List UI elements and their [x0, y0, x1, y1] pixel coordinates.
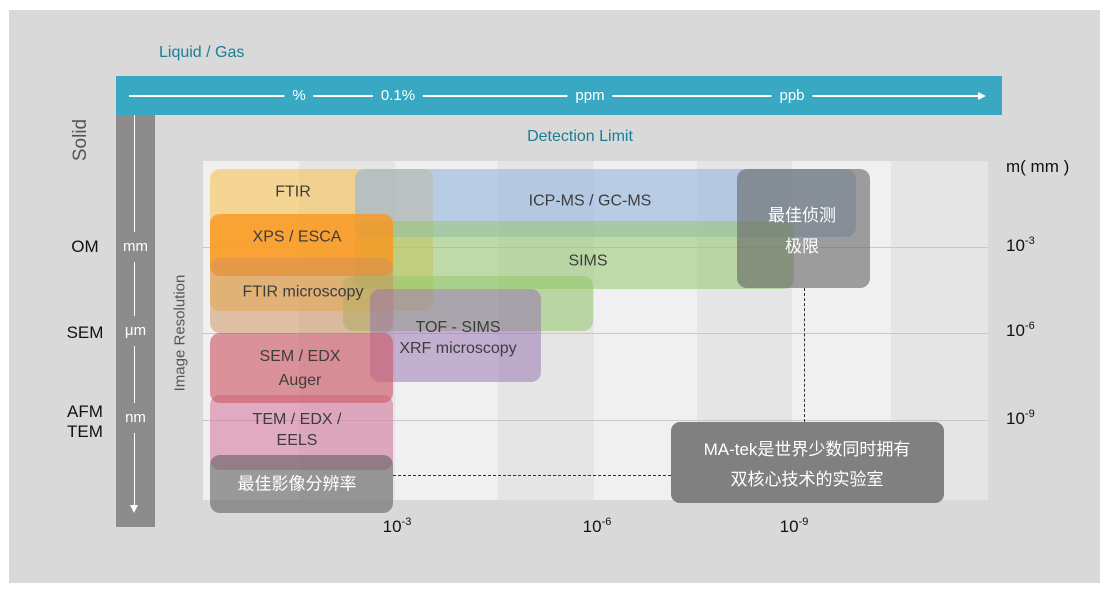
- label-line: 极限: [785, 237, 819, 256]
- scale-label-percent: %: [284, 87, 314, 105]
- label-line: TEM / EDX /: [252, 411, 342, 428]
- right-tick-1e-6: 10-6: [1006, 320, 1035, 343]
- tick-exponent: -3: [401, 516, 412, 528]
- tick-exponent: -6: [1024, 320, 1035, 332]
- technique-box-sem: [210, 333, 393, 403]
- label-line: TOF - SIMS: [415, 319, 501, 336]
- technique-label-tem: TEM: [67, 422, 103, 441]
- label-line: FTIR microscopy: [242, 283, 364, 301]
- tick-base: 10: [582, 517, 602, 536]
- bottom-tick-1e-6: 10-6: [582, 516, 612, 539]
- bottom-tick-1e-9: 10-9: [779, 516, 809, 539]
- technique-label-om: OM: [71, 237, 99, 256]
- right-tick-1e-3: 10-3: [1006, 235, 1035, 258]
- technique-label-sims: SIMS: [568, 251, 607, 272]
- technique-box-ftir-microscopy: [210, 258, 393, 333]
- technique-label-sem: SEM / EDX Auger: [260, 345, 341, 393]
- arrow-right-icon: [978, 92, 986, 100]
- arrow-down-icon: [130, 505, 138, 513]
- unit-label-um: μm: [116, 316, 155, 346]
- technique-label-ftir: FTIR: [275, 182, 311, 203]
- gridline-1e-9: [202, 420, 988, 421]
- tick-base: 10: [779, 517, 799, 536]
- callout-text: MA-tek是世界少数同时拥有 双核心技术的实验室: [704, 435, 911, 495]
- right-tick-1e-9: 10-9: [1006, 408, 1035, 431]
- liquid-gas-label: Liquid / Gas: [159, 44, 245, 61]
- gridline-1e-6: [202, 333, 988, 334]
- label-line: 双核心技术的实验室: [730, 470, 884, 489]
- best-detection-limit-label: 最佳侦测 极限: [768, 200, 836, 262]
- scale-arrow-line: [133, 115, 135, 507]
- tick-exponent: -9: [1024, 408, 1035, 420]
- technique-label-afm: AFM: [67, 402, 103, 421]
- tick-base: 10: [1006, 321, 1025, 340]
- tick-base: 10: [382, 517, 402, 536]
- tick-base: 10: [1006, 236, 1025, 255]
- resolution-scale-bar: mm μm nm: [116, 115, 155, 527]
- tick-base: 10: [1006, 409, 1025, 428]
- technique-label-tem: TEM / EDX / EELS: [253, 409, 342, 451]
- solid-label: Solid: [70, 118, 91, 162]
- label-line: SEM / EDX: [259, 348, 341, 365]
- image-resolution-label: Image Resolution: [171, 274, 189, 392]
- right-axis-unit-label: m( mm ): [1006, 157, 1070, 176]
- best-image-resolution-label: 最佳影像分辨率: [237, 474, 357, 494]
- technique-label-xps: XPS / ESCA: [253, 227, 342, 248]
- dashed-connector-horizontal: [393, 475, 671, 476]
- scale-label-ppm: ppm: [567, 87, 613, 105]
- scale-arrow-line: [129, 95, 980, 97]
- scale-label-0-1-percent: 0.1%: [372, 87, 424, 105]
- label-line: FTIR: [275, 183, 311, 201]
- dashed-connector-vertical: [804, 288, 805, 422]
- technique-box-tof-sims: [370, 289, 541, 382]
- scale-label-ppb: ppb: [771, 87, 813, 105]
- best-image-resolution-box: [210, 455, 393, 513]
- unit-label-nm: nm: [116, 403, 155, 433]
- technique-label-tof-sims: TOF - SIMS XRF microscopy: [399, 317, 516, 359]
- tick-exponent: -9: [798, 516, 809, 528]
- label-line: XRF microscopy: [399, 340, 517, 357]
- bottom-tick-1e-3: 10-3: [382, 516, 412, 539]
- label-line: XPS / ESCA: [252, 228, 342, 246]
- label-line: 最佳侦测: [768, 206, 836, 225]
- label-line: MA-tek是世界少数同时拥有: [703, 440, 911, 459]
- concentration-scale-bar: % 0.1% ppm ppb: [116, 76, 1002, 115]
- label-line: SIMS: [568, 252, 608, 270]
- callout-box: [671, 422, 944, 503]
- tick-exponent: -3: [1024, 235, 1035, 247]
- detection-limit-label: Detection Limit: [527, 128, 633, 145]
- best-detection-limit-box: [737, 169, 870, 288]
- technique-label-icp-ms: ICP-MS / GC-MS: [529, 191, 652, 212]
- tick-exponent: -6: [601, 516, 612, 528]
- label-line: Auger: [278, 372, 322, 389]
- unit-label-mm: mm: [116, 232, 155, 262]
- technique-label-ftir-microscopy: FTIR microscopy: [243, 282, 364, 303]
- technique-label-sem: SEM: [66, 323, 104, 342]
- label-line: EELS: [276, 432, 318, 449]
- label-line: ICP-MS / GC-MS: [528, 192, 652, 210]
